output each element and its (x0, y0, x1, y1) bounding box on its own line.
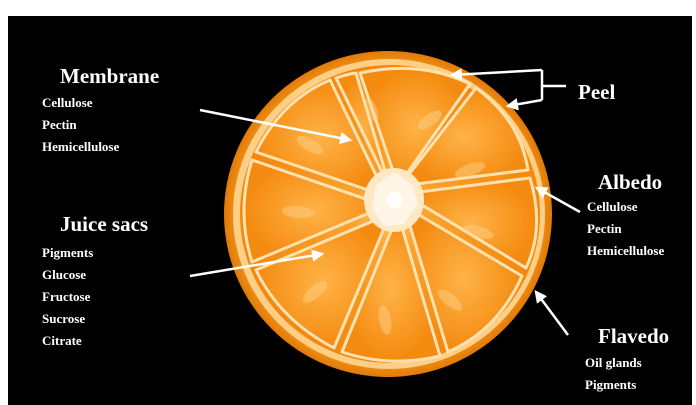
membrane-title: Membrane (60, 66, 159, 87)
juice-sacs-title: Juice sacs (60, 214, 148, 235)
flavedo-title: Flavedo (598, 326, 669, 347)
membrane-item: Hemicellulose (42, 140, 119, 153)
juice-sacs-item: Citrate (42, 334, 82, 347)
juice-sacs-item: Glucose (42, 268, 86, 281)
membrane-item: Cellulose (42, 96, 93, 109)
central-core (364, 168, 424, 232)
juice-sacs-item: Sucrose (42, 312, 85, 325)
juice-sacs-item: Pigments (42, 246, 93, 259)
albedo-title: Albedo (598, 172, 662, 193)
albedo-item: Pectin (587, 222, 622, 235)
peel-title: Peel (578, 82, 615, 103)
membrane-item: Pectin (42, 118, 77, 131)
peel-arrow-lower (508, 100, 542, 106)
flavedo-arrow (536, 292, 568, 335)
juice-sacs-item: Fructose (42, 290, 90, 303)
flavedo-item: Oil glands (585, 356, 642, 369)
flavedo-item: Pigments (585, 378, 636, 391)
albedo-item: Hemicellulose (587, 244, 664, 257)
albedo-item: Cellulose (587, 200, 638, 213)
